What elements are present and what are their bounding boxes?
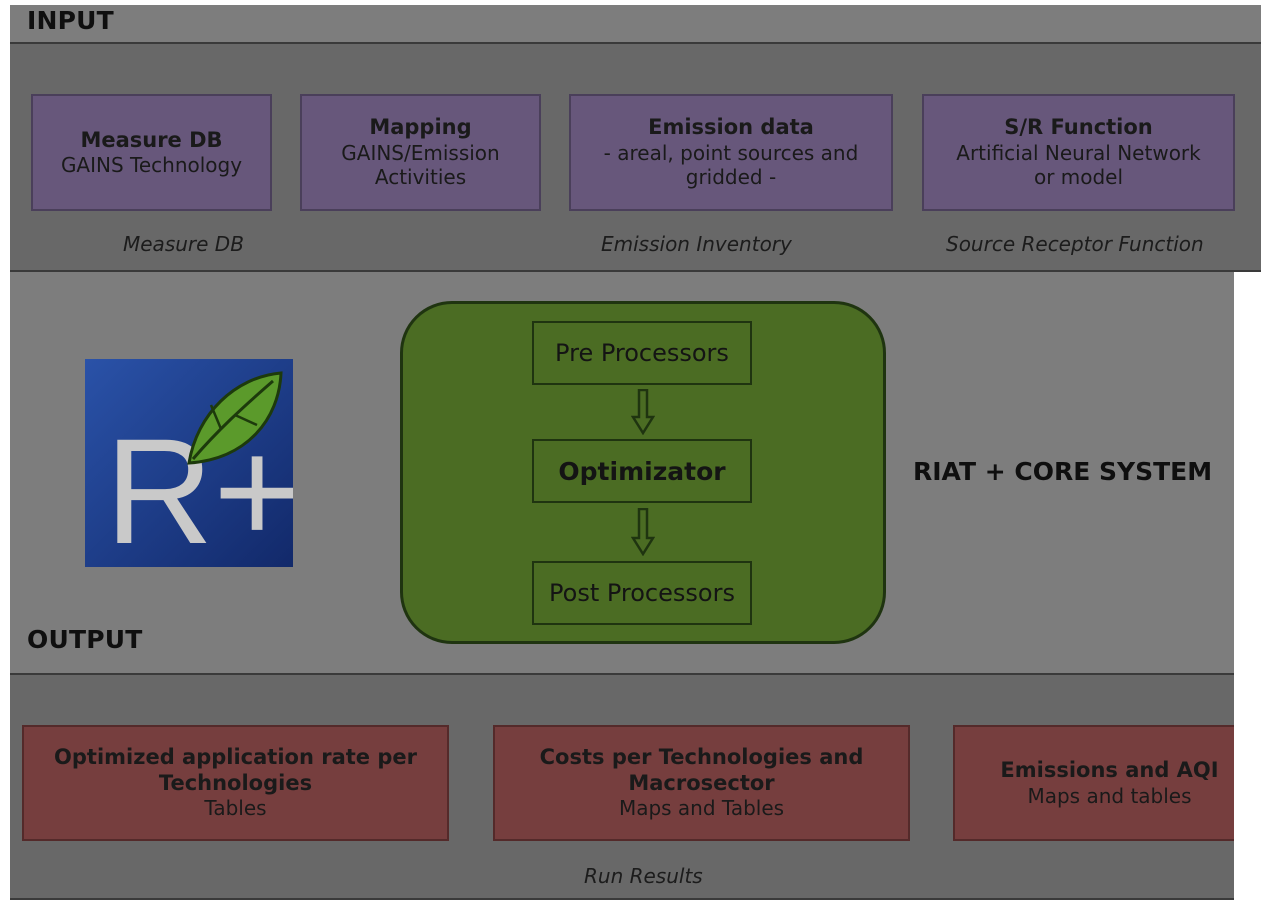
optimized-rate-box: Optimized application rate per Technolog…	[22, 725, 449, 841]
optimizator-box: Optimizator	[532, 439, 752, 503]
emission-data-line-1: - areal, point sources and	[603, 140, 859, 165]
measure-db-line: GAINS Technology	[60, 153, 243, 178]
emission-data-box: Emission data - areal, point sources and…	[569, 94, 893, 211]
caption-source-receptor-function: Source Receptor Function	[946, 232, 1204, 256]
output-section-label: OUTPUT	[27, 625, 143, 654]
emissions-aqi-subtitle: Maps and tables	[1027, 783, 1192, 808]
core-system-label: RIAT + CORE SYSTEM	[913, 457, 1213, 486]
sr-function-line-1: Artificial Neural Network	[956, 140, 1201, 165]
mapping-line-2: Activities	[374, 165, 467, 190]
optimized-rate-subtitle: Tables	[204, 796, 267, 821]
sr-function-box: S/R Function Artificial Neural Network o…	[922, 94, 1235, 211]
leaf-icon	[187, 371, 283, 465]
arrow-down-icon	[631, 389, 655, 435]
costs-title-1: Costs per Technologies and	[539, 745, 864, 770]
emission-data-line-2: gridded -	[685, 165, 777, 190]
mapping-line-1: GAINS/Emission	[341, 140, 500, 165]
emission-data-title: Emission data	[648, 115, 814, 140]
optimized-rate-title-2: Technologies	[158, 770, 313, 795]
emissions-aqi-title: Emissions and AQI	[1000, 758, 1219, 782]
riat-logo: R+	[85, 359, 293, 567]
costs-box: Costs per Technologies and Macrosector M…	[493, 725, 910, 841]
optimized-rate-title-1: Optimized application rate per	[54, 745, 417, 770]
costs-subtitle: Maps and Tables	[618, 796, 785, 821]
emissions-aqi-box: Emissions and AQI Maps and tables	[953, 725, 1234, 841]
costs-title-2: Macrosector	[628, 770, 775, 795]
mapping-title: Mapping	[369, 115, 472, 140]
caption-measure-db: Measure DB	[123, 232, 244, 256]
mapping-box: Mapping GAINS/Emission Activities	[300, 94, 541, 211]
measure-db-title: Measure DB	[80, 127, 223, 152]
arrow-down-icon	[631, 508, 655, 556]
core-system-panel	[400, 301, 886, 644]
right-margin	[1234, 226, 1261, 901]
pre-processors-box: Pre Processors	[532, 321, 752, 385]
caption-run-results: Run Results	[584, 864, 703, 888]
sr-function-line-2: or model	[1033, 165, 1124, 190]
caption-emission-inventory: Emission Inventory	[601, 232, 792, 256]
measure-db-box: Measure DB GAINS Technology	[31, 94, 272, 211]
sr-function-title: S/R Function	[1004, 115, 1153, 140]
post-processors-box: Post Processors	[532, 561, 752, 625]
input-section-label: INPUT	[27, 6, 114, 35]
